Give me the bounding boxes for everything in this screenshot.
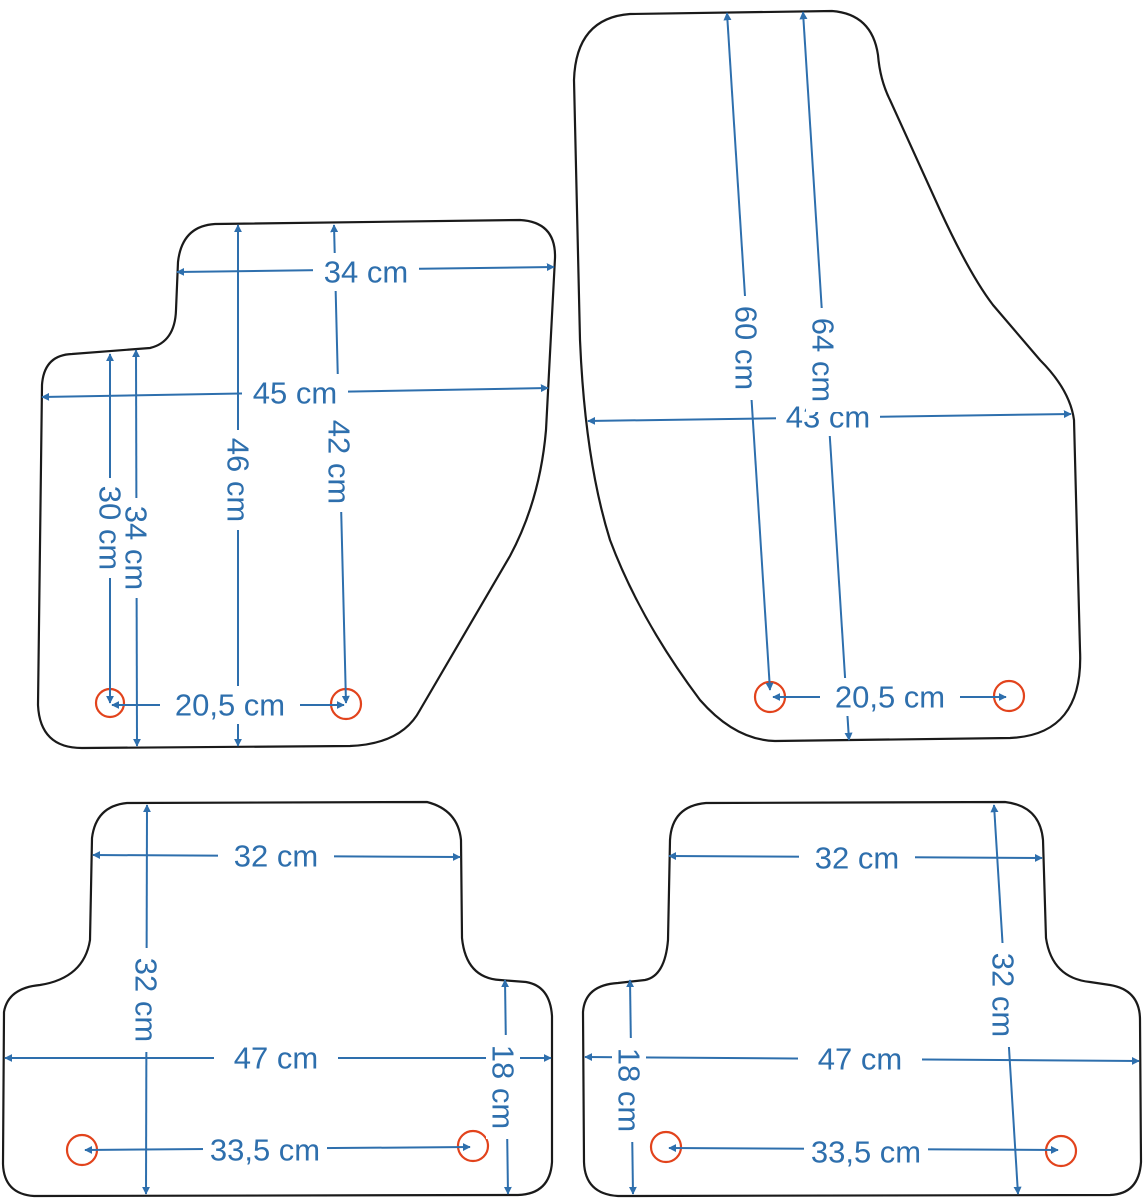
svg-text:32 cm: 32 cm	[129, 958, 164, 1042]
svg-text:30 cm: 30 cm	[93, 486, 128, 570]
front-left-label-height-d: 42 cm	[321, 412, 357, 512]
svg-text:42 cm: 42 cm	[322, 420, 357, 504]
rear-left-mat-outline	[1, 800, 554, 1198]
svg-text:47 cm: 47 cm	[818, 1042, 902, 1077]
svg-text:32 cm: 32 cm	[234, 839, 318, 874]
svg-text:32 cm: 32 cm	[986, 953, 1021, 1037]
svg-text:34 cm: 34 cm	[324, 255, 408, 290]
front-left-label-full-width: 45 cm	[242, 374, 348, 412]
front-right-mat: 60 cm 43 cm 64 cm 20,5 cm	[572, 9, 1082, 743]
front-left-mat: 34 cm 45 cm 30 cm 34 cm 46 cm 42 cm 20,5…	[36, 218, 557, 750]
rear-right-label-mount-span: 33,5 cm	[804, 1133, 928, 1171]
front-left-label-mount-span: 20,5 cm	[160, 686, 300, 724]
svg-text:20,5 cm: 20,5 cm	[175, 688, 285, 723]
rear-right-label-top-width: 32 cm	[799, 839, 915, 877]
rear-left-label-full-width: 47 cm	[214, 1039, 338, 1077]
front-right-label-height-b: 64 cm	[806, 308, 841, 412]
front-right-label-height-a: 60 cm	[729, 296, 764, 400]
svg-text:46 cm: 46 cm	[221, 438, 256, 522]
front-left-mat-outline	[36, 218, 557, 750]
rear-right-label-full-width: 47 cm	[798, 1040, 922, 1078]
front-left-label-height-c: 46 cm	[220, 430, 256, 530]
rear-left-label-side-height: 18 cm	[486, 1035, 521, 1139]
svg-text:33,5 cm: 33,5 cm	[811, 1135, 921, 1170]
svg-text:60 cm: 60 cm	[729, 306, 764, 390]
rear-right-label-side-height: 18 cm	[612, 1038, 647, 1142]
svg-text:45 cm: 45 cm	[253, 376, 337, 411]
rear-left-label-height: 32 cm	[129, 948, 164, 1052]
front-right-label-mount-span: 20,5 cm	[820, 678, 960, 716]
rear-left-mat: 32 cm 32 cm 47 cm 18 cm 33,5 cm	[1, 800, 554, 1198]
front-left-label-top-width: 34 cm	[313, 253, 419, 291]
rear-right-mat: 32 cm 32 cm 47 cm 18 cm 33,5 cm	[581, 800, 1143, 1198]
svg-text:32 cm: 32 cm	[815, 841, 899, 876]
front-left-label-height-b: 34 cm	[119, 498, 154, 598]
rear-right-label-height: 32 cm	[986, 943, 1021, 1047]
svg-text:64 cm: 64 cm	[806, 318, 841, 402]
rear-left-label-top-width: 32 cm	[218, 837, 334, 875]
front-left-label-height-a: 30 cm	[93, 478, 128, 578]
svg-text:18 cm: 18 cm	[486, 1045, 521, 1129]
rear-left-label-mount-span: 33,5 cm	[203, 1131, 327, 1169]
svg-text:47 cm: 47 cm	[234, 1041, 318, 1076]
svg-text:33,5 cm: 33,5 cm	[210, 1133, 320, 1168]
svg-text:20,5 cm: 20,5 cm	[835, 680, 945, 715]
svg-text:18 cm: 18 cm	[612, 1048, 647, 1132]
svg-text:34 cm: 34 cm	[119, 506, 154, 590]
